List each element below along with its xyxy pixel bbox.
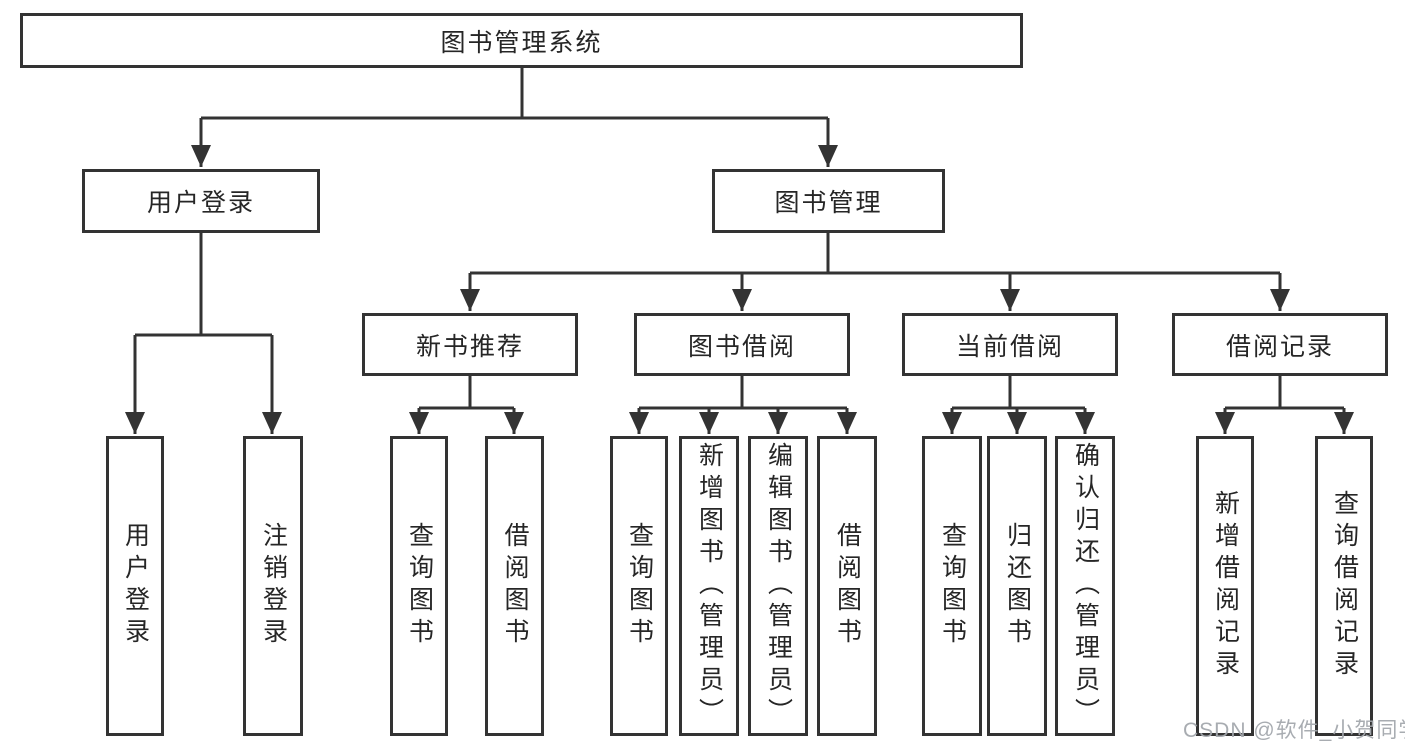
leaf-query-book-borrow: 查询图书	[610, 436, 668, 736]
node-borrow-records: 借阅记录	[1172, 313, 1388, 376]
csdn-watermark: CSDN @软件_小贺同学	[1183, 719, 1405, 742]
node-book-borrow: 图书借阅	[634, 313, 850, 376]
leaf-borrow-book: 借阅图书	[817, 436, 877, 736]
node-book-management: 图书管理	[712, 169, 945, 233]
node-user-login: 用户登录	[82, 169, 320, 233]
leaf-query-book-current: 查询图书	[922, 436, 982, 736]
leaf-query-book-recommend: 查询图书	[390, 436, 448, 736]
leaf-add-borrow-record: 新增借阅记录	[1196, 436, 1254, 736]
node-current-borrow: 当前借阅	[902, 313, 1118, 376]
node-new-book-recommend: 新书推荐	[362, 313, 578, 376]
leaf-user-login: 用户登录	[106, 436, 164, 736]
leaf-add-book-admin: 新增图书（管理员）	[679, 436, 739, 736]
leaf-confirm-return-admin: 确认归还（管理员）	[1055, 436, 1115, 736]
leaf-logout-login: 注销登录	[243, 436, 303, 736]
leaf-borrow-book-recommend: 借阅图书	[485, 436, 544, 736]
leaf-edit-book-admin: 编辑图书（管理员）	[748, 436, 808, 736]
node-system-root: 图书管理系统	[20, 13, 1023, 68]
leaf-return-book: 归还图书	[987, 436, 1047, 736]
leaf-query-borrow-record: 查询借阅记录	[1315, 436, 1373, 736]
